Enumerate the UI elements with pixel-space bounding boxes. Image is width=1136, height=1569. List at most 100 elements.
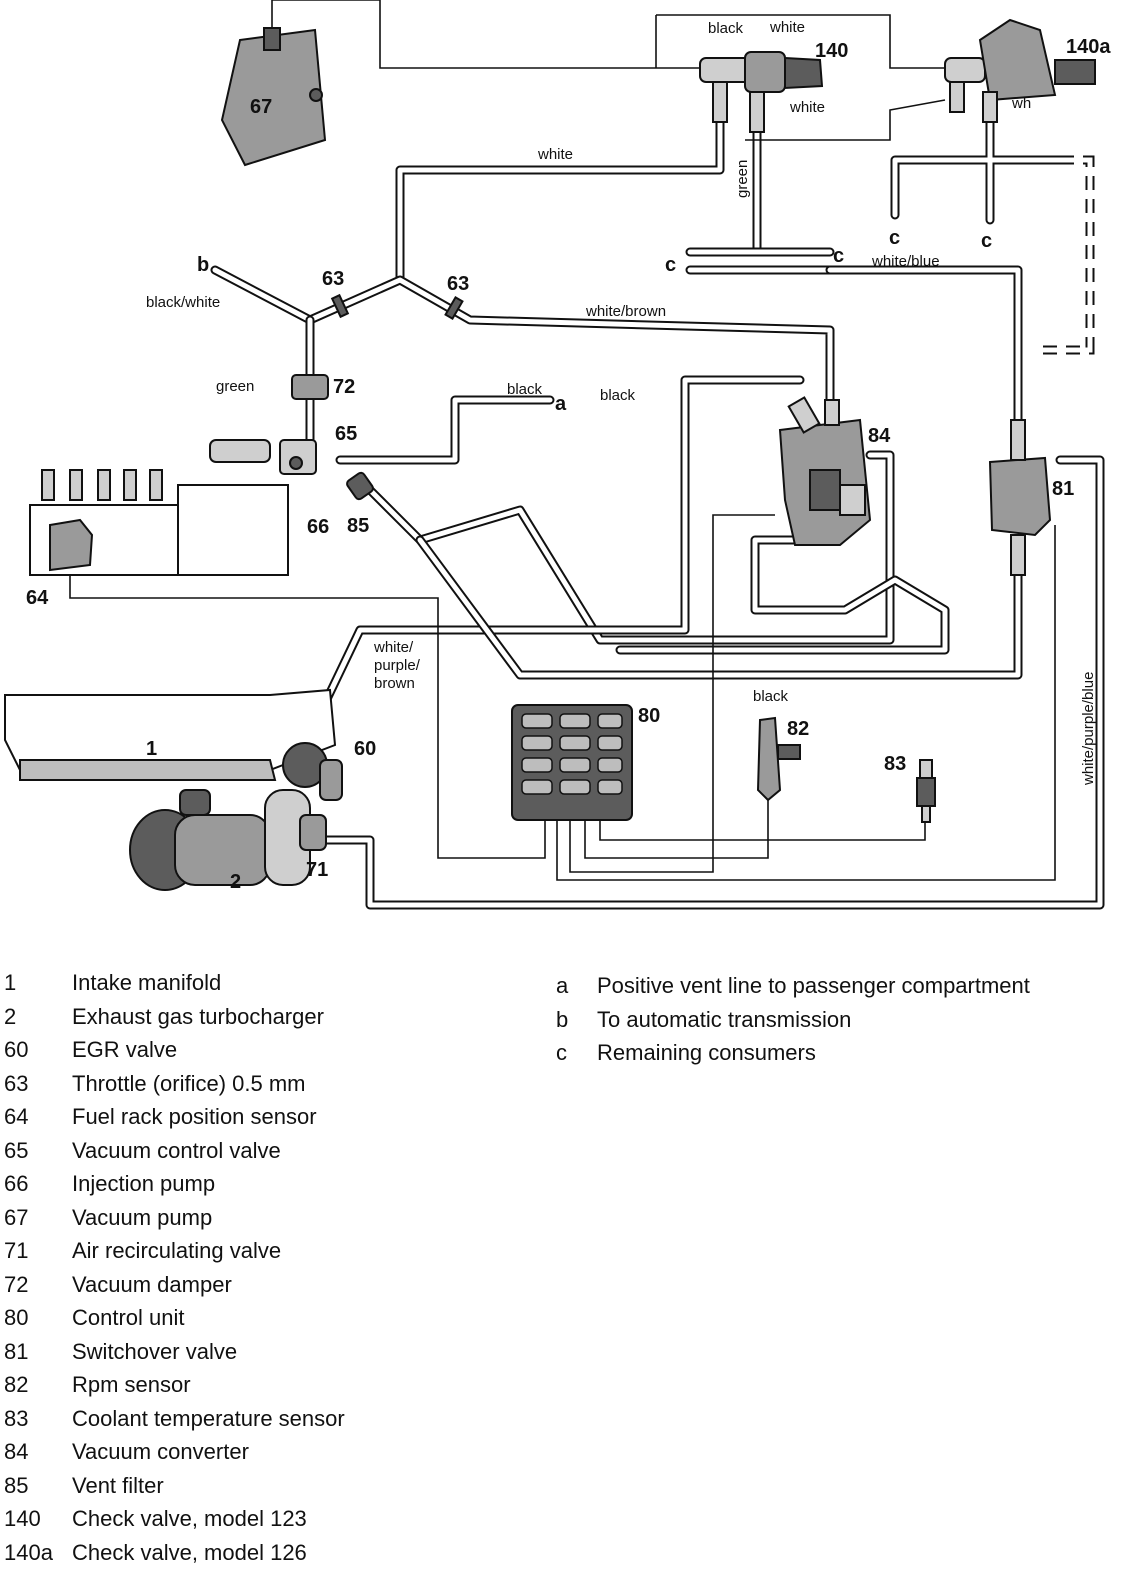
legend-letter-key: c: [556, 1036, 597, 1070]
vacuum-control-valve-65: [210, 440, 316, 474]
legend-letter-text: To automatic transmission: [597, 1003, 851, 1037]
legend-component-text: Vacuum damper: [72, 1268, 232, 1302]
callout-c-2: c: [833, 245, 844, 267]
legend-component-key: 85: [4, 1469, 72, 1503]
label-white-blue: white/blue: [871, 253, 940, 270]
legend-component-key: 66: [4, 1167, 72, 1201]
label-white-brown: white/brown: [585, 303, 666, 320]
legend-component-key: 140: [4, 1502, 72, 1536]
legend-component-key: 2: [4, 1000, 72, 1034]
legend-component-text: Fuel rack position sensor: [72, 1100, 317, 1134]
callout-63-left: 63: [322, 268, 344, 290]
callout-65: 65: [335, 423, 357, 445]
callout-67: 67: [250, 96, 272, 118]
label-green-vertical: green: [734, 160, 751, 198]
callout-140a: 140a: [1066, 36, 1111, 58]
legend-component-text: Check valve, model 123: [72, 1502, 307, 1536]
label-white-purple-brown-2: purple/: [374, 657, 421, 674]
control-unit-80: [512, 705, 632, 820]
label-black-a: black: [507, 381, 543, 398]
legend-component-key: 82: [4, 1368, 72, 1402]
label-white-140-top: white: [769, 19, 805, 36]
callout-c-3: c: [889, 227, 900, 249]
legend-component-text: Vacuum pump: [72, 1201, 212, 1235]
callout-2: 2: [230, 871, 241, 893]
callout-81: 81: [1052, 478, 1074, 500]
label-white-purple-blue: white/purple/blue: [1080, 672, 1097, 786]
turbocharger-2: [130, 790, 310, 890]
callout-1: 1: [146, 738, 157, 760]
label-white-140-side: white: [789, 99, 825, 116]
label-black-right: black: [600, 387, 636, 404]
legend-component-key: 67: [4, 1201, 72, 1235]
legend-component-key: 65: [4, 1134, 72, 1168]
legend-component-key: 83: [4, 1402, 72, 1436]
legend-component-key: 1: [4, 966, 72, 1000]
callout-64: 64: [26, 587, 49, 609]
legend-component-text: Rpm sensor: [72, 1368, 191, 1402]
label-white-main: white: [537, 146, 573, 163]
legend-component-key: 81: [4, 1335, 72, 1369]
label-black-140: black: [708, 20, 744, 37]
callout-85: 85: [347, 515, 369, 537]
callout-80: 80: [638, 705, 660, 727]
callout-84: 84: [868, 425, 891, 447]
switchover-valve-81: [990, 420, 1050, 575]
callout-a: a: [555, 393, 567, 415]
callout-c-4: c: [981, 230, 992, 252]
vacuum-system-diagram: 67 140 140a 63 63 72 65 84 81 66 85 64 8…: [0, 0, 1136, 930]
check-valve-140: [700, 52, 822, 132]
fuel-rack-sensor-64: [50, 520, 92, 570]
callout-b: b: [197, 254, 209, 276]
callout-c-1: c: [665, 254, 676, 276]
callout-66: 66: [307, 516, 329, 538]
legend-letter-text: Remaining consumers: [597, 1036, 816, 1070]
callout-60: 60: [354, 738, 376, 760]
legend-component-text: Control unit: [72, 1301, 185, 1335]
legend-component-text: Injection pump: [72, 1167, 215, 1201]
callout-83: 83: [884, 753, 906, 775]
legend-letter-key: a: [556, 969, 597, 1003]
legend-component-key: 60: [4, 1033, 72, 1067]
callout-71: 71: [306, 859, 328, 881]
callout-72: 72: [333, 376, 355, 398]
label-black-white: black/white: [146, 294, 220, 311]
label-green-72: green: [216, 378, 254, 395]
legend-component-text: Vent filter: [72, 1469, 164, 1503]
label-white-purple-brown-3: brown: [374, 675, 415, 692]
legend-letter-key: b: [556, 1003, 597, 1037]
legend-component-key: 80: [4, 1301, 72, 1335]
legend-component-key: 64: [4, 1100, 72, 1134]
legend-component-text: Intake manifold: [72, 966, 221, 1000]
legend-component-key: 71: [4, 1234, 72, 1268]
legend-component-text: Throttle (orifice) 0.5 mm: [72, 1067, 306, 1101]
legend-component-text: Vacuum converter: [72, 1435, 249, 1469]
callout-63-right: 63: [447, 273, 469, 295]
legend-component-text: Air recirculating valve: [72, 1234, 281, 1268]
vacuum-damper-72: [292, 375, 328, 399]
legend-component-text: Vacuum control valve: [72, 1134, 281, 1168]
legend-component-text: Exhaust gas turbocharger: [72, 1000, 324, 1034]
legend-component-key: 63: [4, 1067, 72, 1101]
legend-component-key: 84: [4, 1435, 72, 1469]
